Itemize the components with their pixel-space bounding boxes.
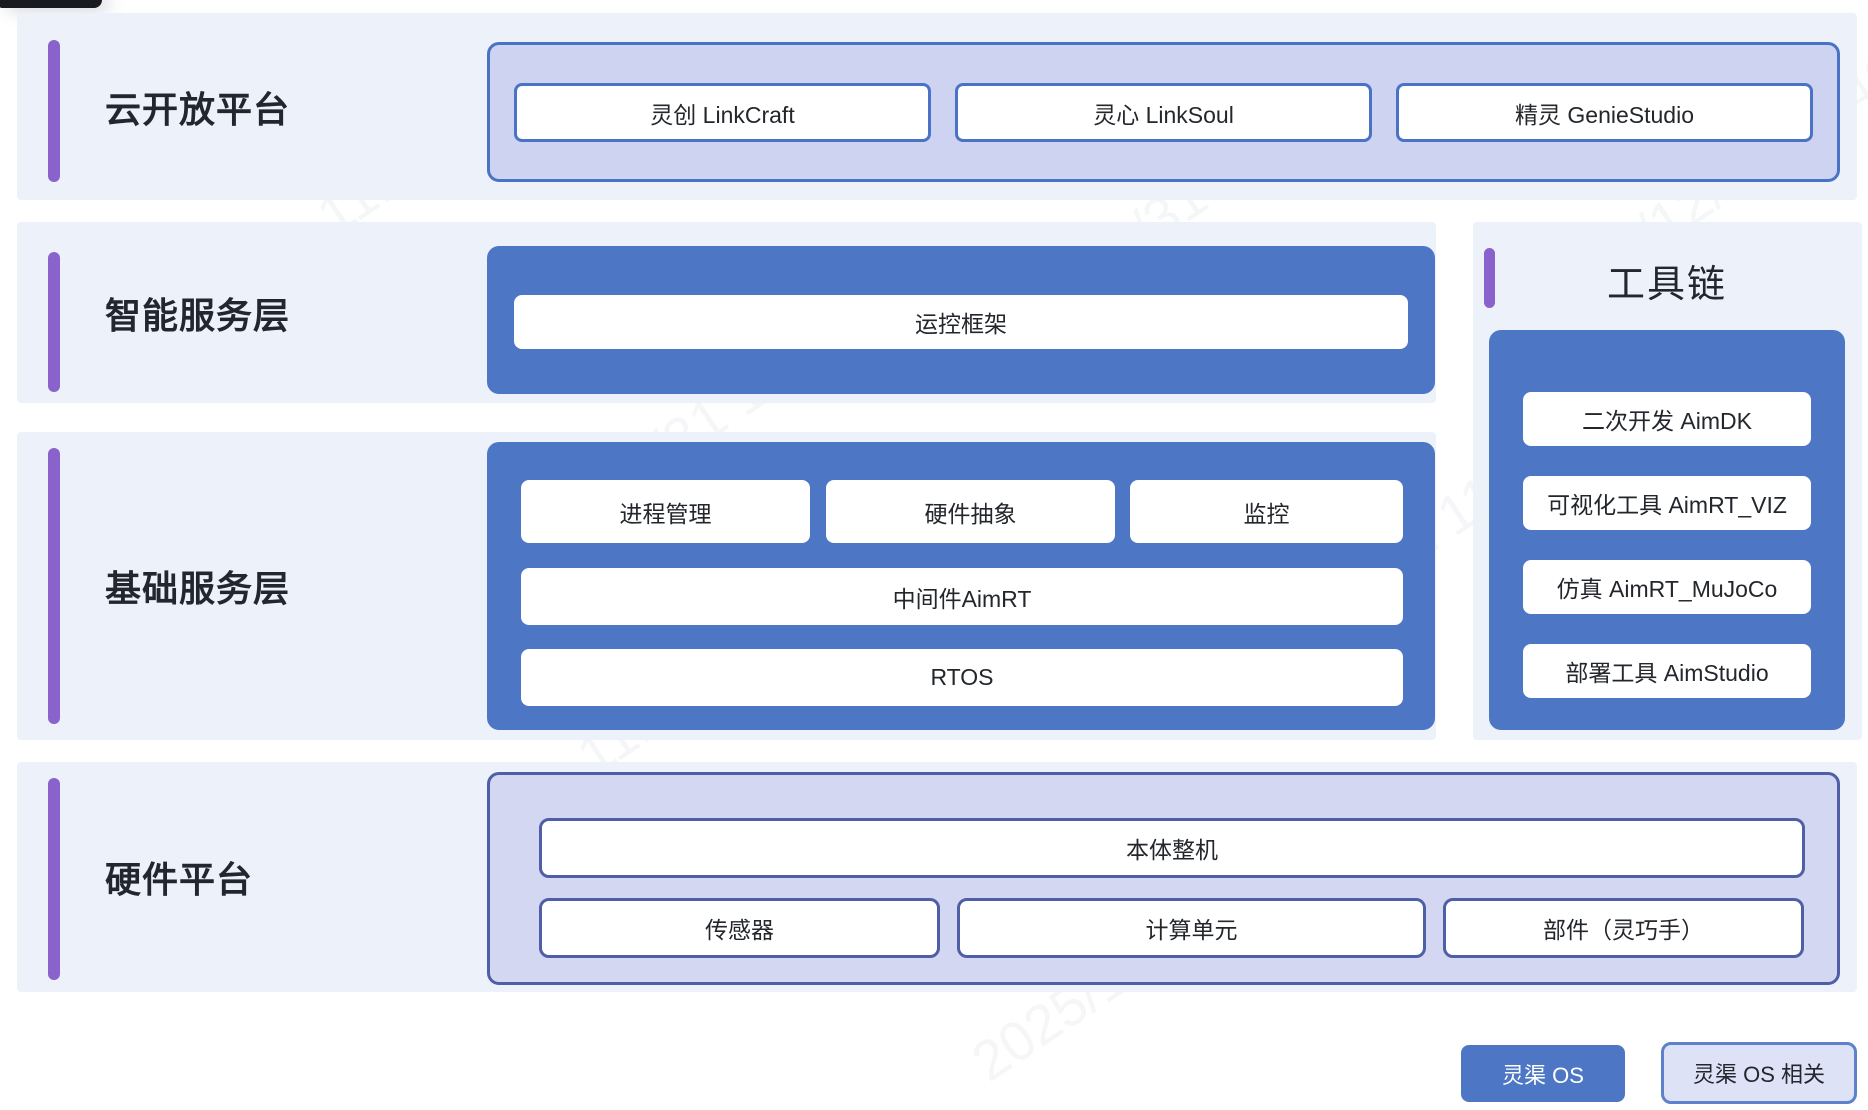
module-motion-control-framework: 运控框架	[514, 295, 1408, 349]
intelligent-layer-title: 智能服务层	[105, 294, 291, 336]
hardware-layer-panel: 硬件平台 本体整机 传感器 计算单元 部件（灵巧手）	[17, 762, 1857, 992]
module-process-management: 进程管理	[521, 480, 810, 543]
cloud-layer-panel: 云开放平台 灵创 LinkCraft 灵心 LinkSoul 精灵 GenieS…	[17, 13, 1857, 200]
module-dexterous-hand-parts: 部件（灵巧手）	[1443, 898, 1804, 958]
module-sensors: 传感器	[539, 898, 940, 958]
module-linksoul: 灵心 LinkSoul	[955, 83, 1372, 142]
foundation-container: 进程管理 硬件抽象 监控 中间件AimRT RTOS	[487, 442, 1435, 730]
intelligent-accent-bar	[48, 252, 60, 392]
module-compute-unit: 计算单元	[957, 898, 1426, 958]
toolchain-accent-bar	[1484, 248, 1495, 308]
foundation-layer-panel: 基础服务层 进程管理 硬件抽象 监控 中间件AimRT RTOS	[17, 432, 1436, 740]
cloud-accent-bar	[48, 40, 60, 182]
foundation-layer-title: 基础服务层	[105, 568, 291, 609]
module-linkcraft: 灵创 LinkCraft	[514, 83, 931, 142]
module-rtos: RTOS	[521, 649, 1403, 706]
tool-aimstudio: 部署工具 AimStudio	[1523, 644, 1811, 698]
hardware-container: 本体整机 传感器 计算单元 部件（灵巧手）	[487, 772, 1840, 985]
module-robot-body: 本体整机	[539, 818, 1805, 878]
intelligent-container: 运控框架	[487, 246, 1435, 394]
screenshot-corner-artifact	[0, 0, 102, 8]
toolchain-title: 工具链	[1606, 263, 1727, 306]
cloud-container: 灵创 LinkCraft 灵心 LinkSoul 精灵 GenieStudio	[487, 42, 1840, 182]
cloud-layer-title: 云开放平台	[105, 88, 291, 130]
module-monitoring: 监控	[1130, 480, 1403, 543]
legend-lingqu-os-related: 灵渠 OS 相关	[1661, 1042, 1857, 1104]
hardware-accent-bar	[48, 778, 60, 980]
legend-lingqu-os: 灵渠 OS	[1461, 1045, 1625, 1102]
toolchain-container: 二次开发 AimDK 可视化工具 AimRT_VIZ 仿真 AimRT_MuJo…	[1489, 330, 1845, 730]
tool-aimdk: 二次开发 AimDK	[1523, 392, 1811, 446]
tool-aimrt-viz: 可视化工具 AimRT_VIZ	[1523, 476, 1811, 530]
foundation-accent-bar	[48, 448, 60, 724]
hardware-layer-title: 硬件平台	[105, 859, 254, 900]
module-geniestudio: 精灵 GenieStudio	[1396, 83, 1813, 142]
toolchain-panel: 工具链 二次开发 AimDK 可视化工具 AimRT_VIZ 仿真 AimRT_…	[1473, 222, 1862, 740]
tool-aimrt-mujoco: 仿真 AimRT_MuJoCo	[1523, 560, 1811, 614]
intelligent-layer-panel: 智能服务层 运控框架	[17, 222, 1436, 403]
module-hardware-abstraction: 硬件抽象	[826, 480, 1115, 543]
module-middleware-aimrt: 中间件AimRT	[521, 568, 1403, 625]
